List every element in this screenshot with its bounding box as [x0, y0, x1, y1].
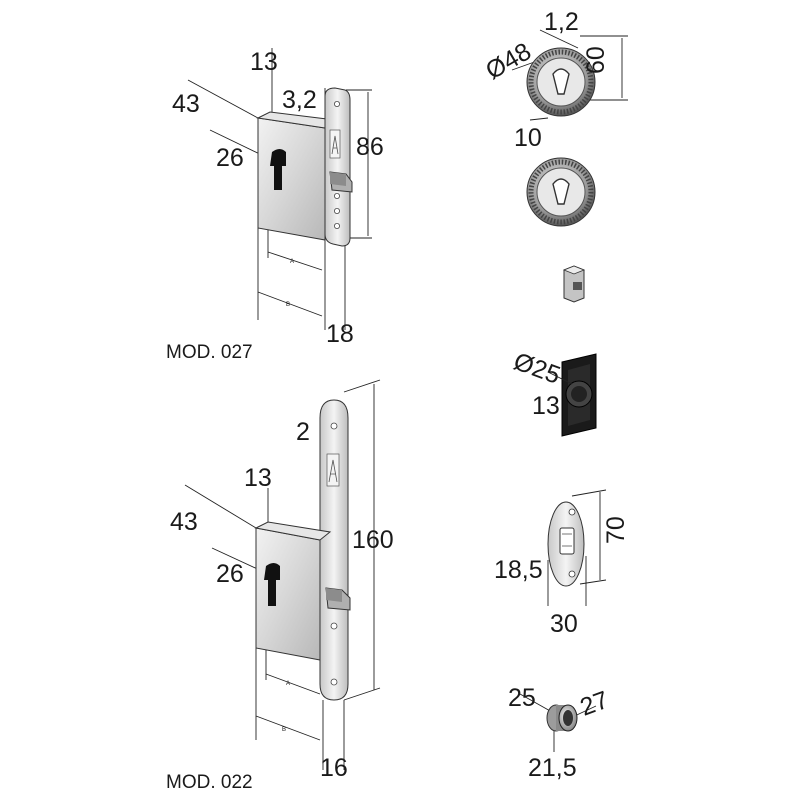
- screw-hole: [333, 101, 340, 108]
- model-label: MOD. 022: [166, 772, 253, 793]
- dim-86: 86: [356, 133, 384, 161]
- dim-b: B: [286, 302, 290, 308]
- dim-a: A: [290, 259, 294, 265]
- dim-43: 43: [170, 508, 198, 536]
- dim-26: 26: [216, 560, 244, 588]
- dim-43: 43: [172, 90, 200, 118]
- dim-21-5: 21,5: [528, 754, 577, 782]
- dim-26: 26: [216, 144, 244, 172]
- dim-160: 160: [352, 526, 394, 554]
- dimension-lines-022: [184, 379, 381, 770]
- screw-hole: [330, 422, 338, 430]
- dim-10: 10: [514, 124, 542, 152]
- lock-mod-027: 13 3,2 43 26 86 18 A B MOD. 027: [166, 48, 384, 363]
- dim-18: 18: [326, 320, 354, 348]
- dim-27: 27: [576, 686, 612, 722]
- dim-18-5: 18,5: [494, 556, 543, 584]
- cylinder-rosettes: 1,2 Ø48 60 10: [481, 8, 628, 227]
- latch-spindle: [562, 265, 586, 303]
- dim-2: 2: [296, 418, 310, 446]
- screw-hole: [330, 622, 338, 630]
- screw-hole: [333, 222, 340, 229]
- rosette-back: [526, 157, 596, 227]
- brand-logo: [329, 129, 341, 159]
- rosette-front: [526, 47, 596, 117]
- lock-body-top: [254, 521, 332, 541]
- lock-body: [255, 527, 321, 661]
- faceplate: [319, 399, 349, 701]
- roller-catch: 25 27 21,5: [508, 684, 612, 782]
- cylinder-hole: [264, 563, 280, 606]
- dim-diameter-25: Ø25: [510, 347, 564, 389]
- dim-60: 60: [582, 46, 610, 74]
- cylinder-plate: Ø25 13: [510, 347, 597, 437]
- screw-hole: [333, 192, 340, 199]
- lock-mod-022: 2 13 43 26 160 16 A B MOD. 022: [166, 379, 394, 793]
- screw-hole: [333, 207, 340, 214]
- dim-30: 30: [550, 610, 578, 638]
- screw-hole: [330, 678, 338, 686]
- dim-b: B: [282, 727, 286, 733]
- dim-16: 16: [320, 754, 348, 782]
- dim-13: 13: [244, 464, 272, 492]
- dim-13: 13: [250, 48, 278, 76]
- dim-25: 25: [508, 684, 536, 712]
- lock-body: [257, 117, 326, 241]
- dim-1-2: 1,2: [544, 8, 579, 36]
- strike-plate: 70 18,5 30: [494, 489, 630, 638]
- dim-a: A: [286, 681, 290, 687]
- dim-70: 70: [602, 516, 630, 544]
- dim-3-2: 3,2: [282, 86, 317, 114]
- model-label: MOD. 027: [166, 342, 253, 363]
- dimension-lines-strike: [547, 489, 607, 606]
- screw-hole: [568, 508, 576, 516]
- faceplate: [324, 87, 351, 247]
- dim-13: 13: [532, 392, 560, 420]
- screw-hole: [568, 570, 576, 578]
- cylinder-hole: [270, 149, 286, 190]
